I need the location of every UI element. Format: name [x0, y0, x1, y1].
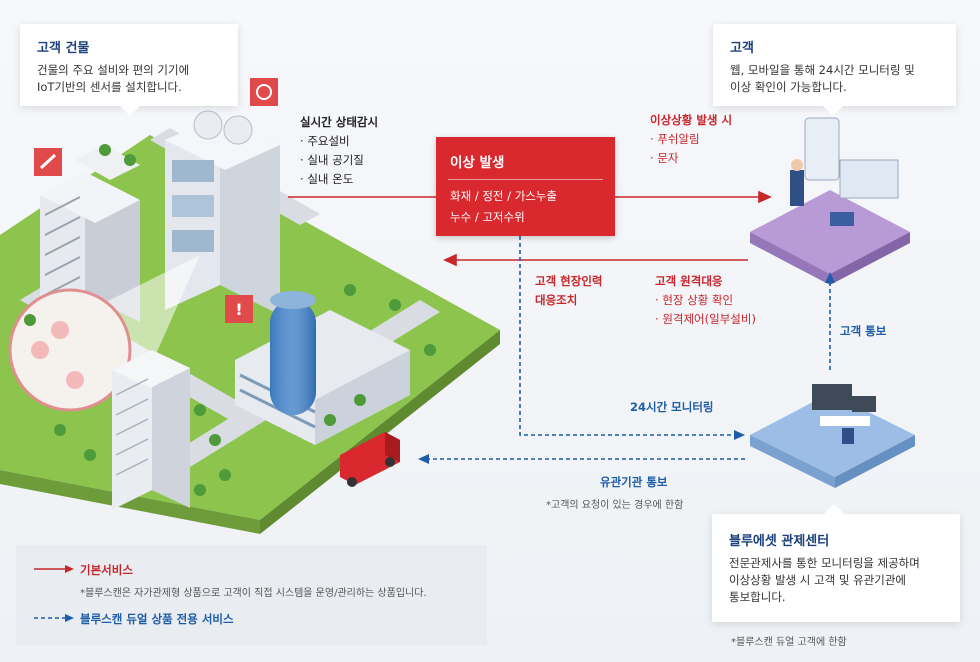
- trees: [24, 144, 436, 496]
- realtime-monitoring-label: 실시간 상태감시 · 주요설비 · 실내 공기질 · 실내 온도: [300, 115, 379, 186]
- realtime-monitoring-title: 실시간 상태감시: [300, 115, 379, 129]
- remote-response-label: 고객 원격대응 · 현장 상황 확인 · 원격제어(일부설비): [655, 274, 756, 326]
- realtime-item: 실내 공기질: [307, 153, 364, 167]
- monitor-icon: [812, 384, 852, 410]
- customer-building-callout: 고객 건물 건물의 주요 설비와 편의 기기에 IoT기반의 센서를 설치합니다…: [20, 24, 238, 116]
- on-alert-item: 푸쉬알림: [657, 132, 700, 146]
- agency-notify-label: 유관기관 통보: [600, 475, 668, 489]
- office-tower: [112, 350, 190, 510]
- smart-building: [165, 110, 280, 315]
- glass-tower-complex: [235, 291, 410, 445]
- on-alert-item: 문자: [657, 151, 679, 165]
- sensor-zoom-view: [8, 255, 200, 412]
- alert-icon: !: [225, 295, 253, 323]
- realtime-item: 실내 온도: [307, 172, 354, 186]
- control-center-title: 블루에셋 관제센터: [729, 534, 830, 549]
- legend-dual-service: 블루스캔 듀얼 상품 전용 서비스: [80, 612, 234, 626]
- onsite-response-line: 고객 현장인력: [535, 274, 603, 288]
- legend: 기본서비스 *블루스캔은 자가관제형 상품으로 고객이 직접 시스템을 운영/관…: [16, 545, 487, 645]
- on-alert-title: 이상상황 발생 시: [650, 113, 733, 127]
- gear-icon: [250, 78, 278, 106]
- control-center-desc-line: 이상상황 발생 시 고객 및 유관기관에: [729, 573, 906, 587]
- remote-response-item: 현장 상황 확인: [662, 293, 734, 307]
- onsite-response-line: 대응조치: [535, 293, 578, 307]
- customer-callout: 고객 웹, 모바일을 통해 24시간 모니터링 및 이상 확인이 가능합니다.: [713, 24, 956, 116]
- legend-basic-service: 기본서비스: [80, 563, 133, 577]
- alert-divider: [448, 179, 603, 180]
- control-center-desc-line: 통보합니다.: [729, 590, 786, 604]
- alert-title: 이상 발생: [450, 155, 505, 171]
- legend-dashed-arrow: [34, 614, 74, 622]
- customer-title: 고객: [730, 41, 754, 56]
- realtime-item: 주요설비: [307, 134, 350, 148]
- monitoring-24h-label: 24시간 모니터링: [630, 400, 714, 414]
- apartment-building: [40, 172, 140, 322]
- legend-solid-arrow: [34, 565, 74, 573]
- customer-notify-label: 고객 통보: [840, 324, 887, 338]
- remote-response-item: 원격제어(일부설비): [662, 312, 756, 326]
- customer-building-desc-line: IoT기반의 센서를 설치합니다.: [37, 80, 182, 94]
- flow-line-24h-monitoring: [519, 236, 735, 436]
- wrench-icon: [34, 148, 62, 176]
- control-center-platform: [750, 384, 915, 488]
- control-center-desc-line: 전문관제사를 통한 모니터링을 제공하며: [729, 556, 920, 570]
- customer-desc-line: 이상 확인이 가능합니다.: [730, 80, 847, 94]
- alert-line: 누수 / 고저수위: [450, 210, 525, 224]
- control-center-footnote: *블루스캔 듀얼 고객에 한함: [731, 637, 847, 648]
- remote-response-title: 고객 원격대응: [655, 274, 723, 288]
- alert-box: 이상 발생 화재 / 정전 / 가스누출 누수 / 고저수위: [436, 137, 615, 236]
- onsite-response-label: 고객 현장인력 대응조치: [535, 272, 602, 310]
- customer-building-title: 고객 건물: [37, 41, 90, 56]
- customer-platform: [750, 117, 910, 285]
- svg-text:!: !: [235, 300, 242, 319]
- on-alert-label: 이상상황 발생 시 · 푸쉬알림 · 문자: [650, 113, 733, 165]
- control-center-callout: 블루에셋 관제센터 전문관제사를 통한 모니터링을 제공하며 이상상황 발생 시…: [712, 504, 960, 622]
- alert-line: 화재 / 정전 / 가스누출: [450, 189, 558, 203]
- fire-truck-icon: [340, 432, 400, 487]
- agency-notify-note: *고객의 요청이 있는 경우에 한함: [546, 500, 684, 511]
- customer-building-desc-line: 건물의 주요 설비와 편의 기기에: [37, 63, 190, 77]
- legend-basic-note: *블루스캔은 자가관제형 상품으로 고객이 직접 시스템을 운영/관리하는 상품…: [80, 588, 427, 599]
- customer-desc-line: 웹, 모바일을 통해 24시간 모니터링 및: [730, 63, 915, 77]
